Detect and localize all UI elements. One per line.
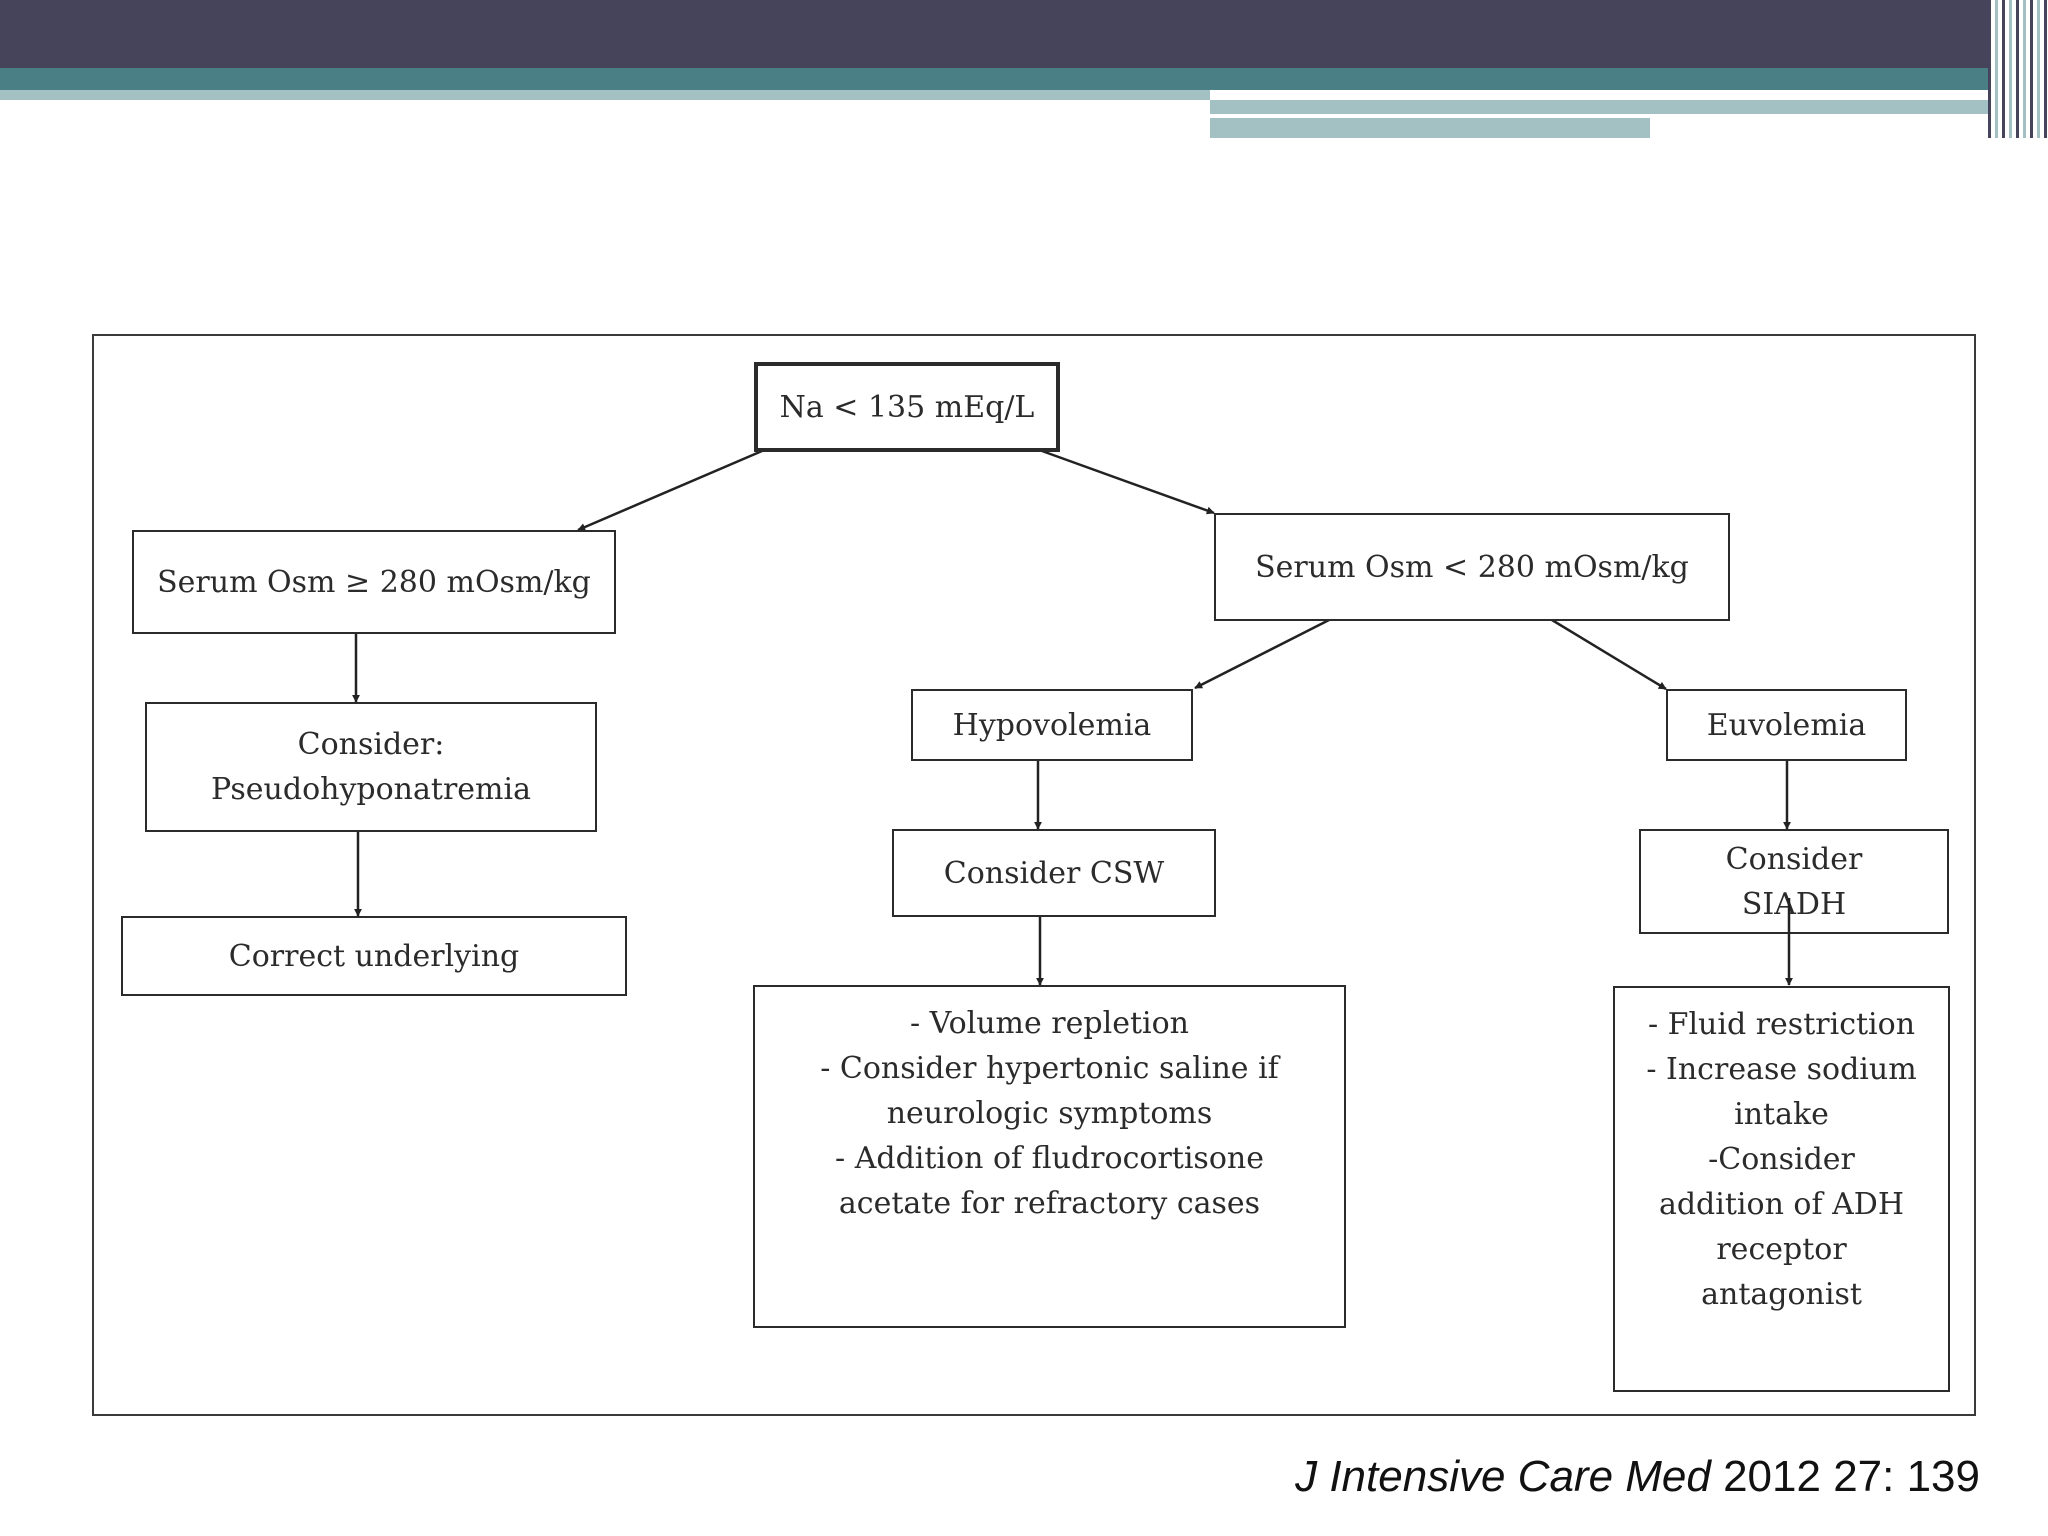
node-consider-csw-text: Consider CSW [943,855,1165,891]
node-consider-pseudo-line-2: Pseudohyponatremia [211,772,531,807]
csw-treatment-line-3: neurologic symptoms [886,1096,1213,1131]
siadh-treatment-line-5: addition of ADH [1658,1187,1905,1222]
node-hypovolemia: Hypovolemia [911,689,1193,761]
node-euvolemia: Euvolemia [1666,689,1907,761]
citation-details: 2012 27: 139 [1710,1452,1980,1501]
node-hypovolemia-text: Hypovolemia [952,707,1152,743]
siadh-treatment-line-1: - Fluid restriction [1647,1007,1916,1042]
node-consider-pseudohyponatremia: Consider: Pseudohyponatremia [145,702,597,832]
header-band-teal [0,68,1988,90]
csw-treatment-line-2: - Consider hypertonic saline if [820,1051,1279,1086]
node-serum-osm-low: Serum Osm < 280 mOsm/kg [1214,513,1730,621]
siadh-treatment-line-4: -Consider [1708,1142,1855,1177]
siadh-treatment-line-3: intake [1734,1097,1829,1132]
header-band-light [1210,118,1650,138]
siadh-treatment-line-6: receptor [1716,1232,1847,1267]
node-root-text: Na < 135 mEq/L [779,389,1035,425]
siadh-treatment-line-2: - Increase sodium [1646,1052,1917,1087]
node-consider-siadh-line-1: Consider [1725,841,1863,877]
header-stripes [1988,0,2048,138]
siadh-treatment-line-7: antagonist [1701,1277,1862,1312]
node-serum-osm-low-text: Serum Osm < 280 mOsm/kg [1255,549,1689,585]
node-siadh-treatment: - Fluid restriction - Increase sodium in… [1613,986,1950,1392]
node-consider-siadh: Consider SIADH [1639,829,1949,934]
node-consider-csw: Consider CSW [892,829,1216,917]
node-root: Na < 135 mEq/L [754,362,1060,452]
header-band-light [0,90,1210,100]
citation: J Intensive Care Med 2012 27: 139 [1295,1452,1980,1502]
header-band-line [1210,114,1896,118]
header-band-light [1210,100,1988,114]
node-correct-underlying-text: Correct underlying [228,938,520,974]
node-euvolemia-text: Euvolemia [1706,707,1867,743]
node-consider-siadh-line-2: SIADH [1741,886,1847,922]
csw-treatment-line-4: - Addition of fludrocortisone [835,1141,1264,1176]
citation-journal: J Intensive Care Med [1295,1452,1711,1501]
node-serum-osm-high: Serum Osm ≥ 280 mOsm/kg [132,530,616,634]
node-consider-pseudo-line-1: Consider: [297,727,445,762]
node-correct-underlying: Correct underlying [121,916,627,996]
csw-treatment-line-5: acetate for refractory cases [838,1186,1261,1221]
node-csw-treatment: - Volume repletion - Consider hypertonic… [753,985,1346,1328]
node-serum-osm-high-text: Serum Osm ≥ 280 mOsm/kg [157,564,591,600]
header-band-dark [0,0,1988,68]
csw-treatment-line-1: - Volume repletion [910,1006,1189,1041]
